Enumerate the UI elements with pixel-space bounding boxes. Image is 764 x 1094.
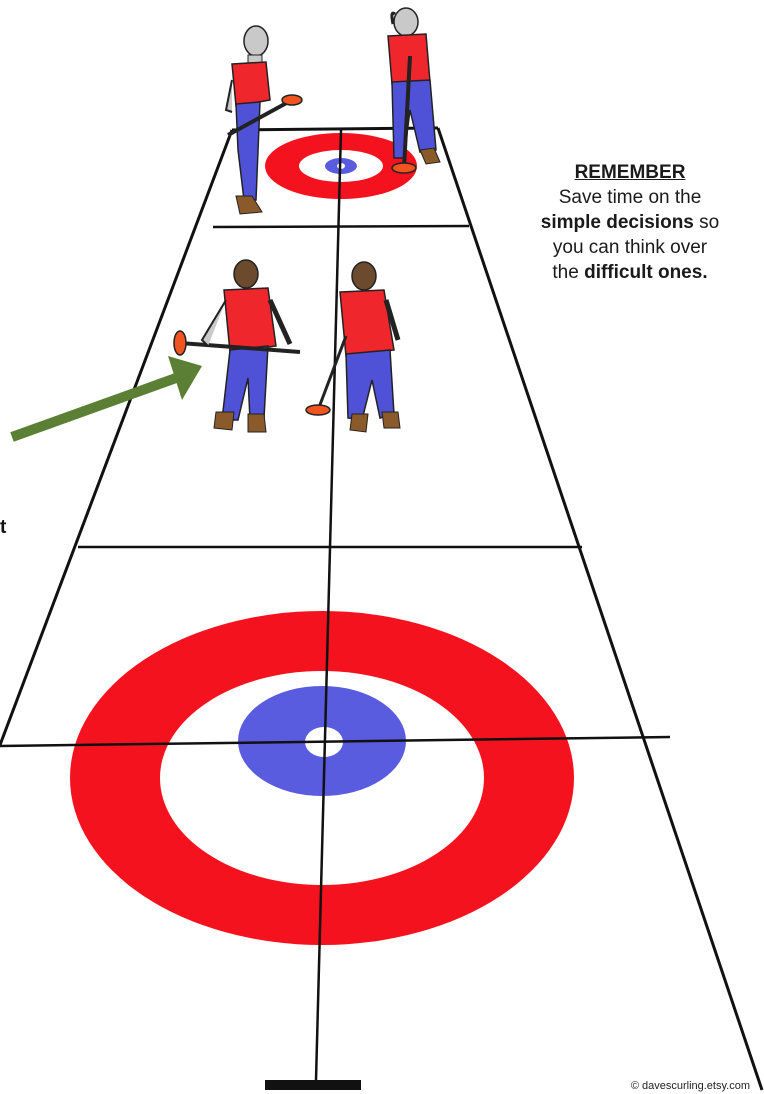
player-mid-right (305, 261, 401, 433)
broom-icon (173, 330, 187, 356)
remember-callout: REMEMBER Save time on the simple decisio… (500, 160, 760, 285)
player-far-left (224, 25, 303, 215)
arrow-icon (10, 356, 202, 442)
broom-icon (305, 404, 331, 416)
callout-line-3: you can think over (552, 237, 708, 258)
callout-line-2-rest: so (693, 212, 720, 233)
callout-emphasis-simple: simple decisions (540, 212, 694, 233)
broom-icon (391, 162, 417, 174)
player-mid-left (173, 259, 301, 433)
ice-lines (0, 129, 671, 1081)
player-far-right (387, 7, 441, 174)
callout-line-4-pre: the (552, 262, 585, 283)
callout-emphasis-difficult: difficult ones. (584, 262, 708, 283)
copyright-credit: © davescurling.etsy.com (630, 1080, 750, 1092)
cut-off-text: t (0, 517, 7, 538)
broom-icon (281, 94, 303, 106)
hack-bar (265, 1080, 361, 1090)
callout-line-1: Save time on the (558, 187, 702, 208)
callout-heading: REMEMBER (574, 162, 686, 183)
near-house (70, 611, 574, 945)
